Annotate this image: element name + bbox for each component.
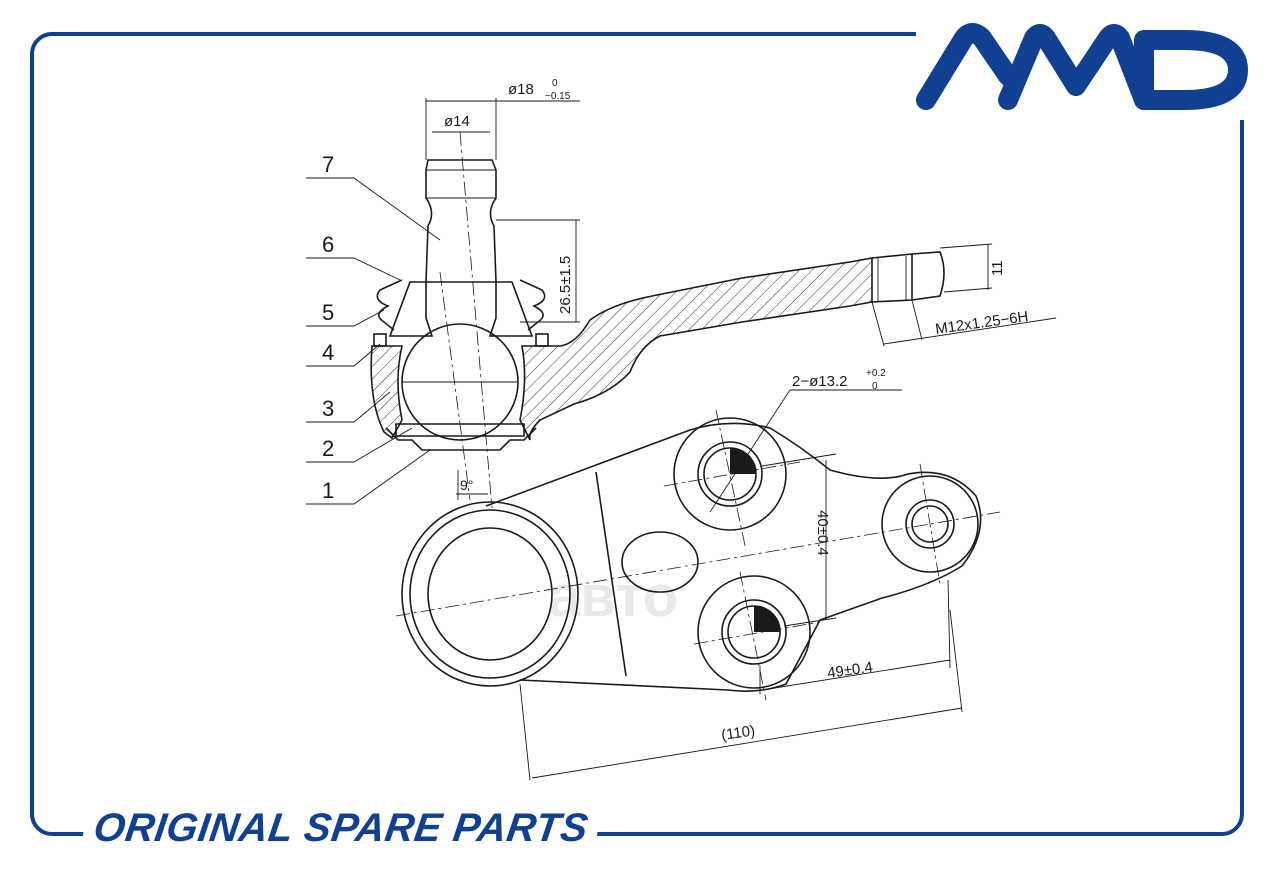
callout-2: 2 xyxy=(322,436,334,461)
dim-stud-height: 26.5±1.5 xyxy=(557,256,574,314)
callout-5: 5 xyxy=(322,300,334,325)
dim-hole-spacing-vertical: 40±0.4 xyxy=(814,510,831,556)
amd-logo xyxy=(916,14,1258,120)
plan-view xyxy=(395,409,1001,701)
dim-stud-inner: ø14 xyxy=(444,113,470,130)
dim-holes-tol-upper: +0.2 xyxy=(866,368,886,379)
dim-holes: 2−ø13.2 xyxy=(792,373,847,390)
callout-6: 6 xyxy=(322,232,334,257)
dimension-lines xyxy=(306,98,1057,781)
callout-1: 1 xyxy=(322,478,334,503)
side-section-view xyxy=(370,131,945,509)
dim-holes-tol-lower: 0 xyxy=(872,381,878,392)
callout-3: 3 xyxy=(322,396,334,421)
dim-angle: 9° xyxy=(460,477,473,493)
part-callouts: 7 6 5 4 3 2 1 xyxy=(322,152,334,503)
dim-stud-outer-tol-upper: 0 xyxy=(552,78,558,89)
drawing-frame xyxy=(30,32,1244,836)
amd-logo-graphic xyxy=(916,23,1248,110)
dim-overall-length: (110) xyxy=(720,722,756,744)
callout-4: 4 xyxy=(322,340,334,365)
dim-thread: M12x1.25−6H xyxy=(934,308,1029,338)
dim-stud-outer-tol-lower: −0.15 xyxy=(545,91,571,102)
tagline: ORIGINAL SPARE PARTS xyxy=(80,806,601,851)
dim-thread-length: 11 xyxy=(989,260,1006,276)
dim-stud-outer: ø18 xyxy=(508,81,534,98)
dim-hole-spacing-horizontal: 49±0.4 xyxy=(826,659,874,682)
callout-7: 7 xyxy=(322,152,334,177)
